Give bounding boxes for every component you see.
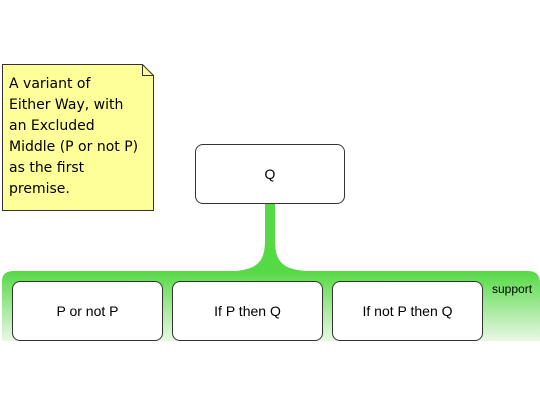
support-label: support	[492, 282, 533, 296]
premise-box-if-not-p-then-q[interactable]: If not P then Q	[332, 281, 483, 341]
conclusion-claim-box[interactable]: Q	[195, 144, 345, 204]
conclusion-label: Q	[264, 166, 276, 182]
premise-box-if-p-then-q[interactable]: If P then Q	[172, 281, 323, 341]
premise-label: If not P then Q	[362, 303, 453, 319]
premise-label: If P then Q	[214, 303, 281, 319]
premise-box-p-or-not-p[interactable]: P or not P	[12, 281, 163, 341]
note-shape	[2, 64, 154, 211]
premise-label: P or not P	[56, 303, 119, 319]
support-connector	[235, 204, 305, 271]
note-text: A variant of Either Way, with an Exclude…	[9, 76, 139, 197]
note-fold-corner	[142, 64, 154, 76]
